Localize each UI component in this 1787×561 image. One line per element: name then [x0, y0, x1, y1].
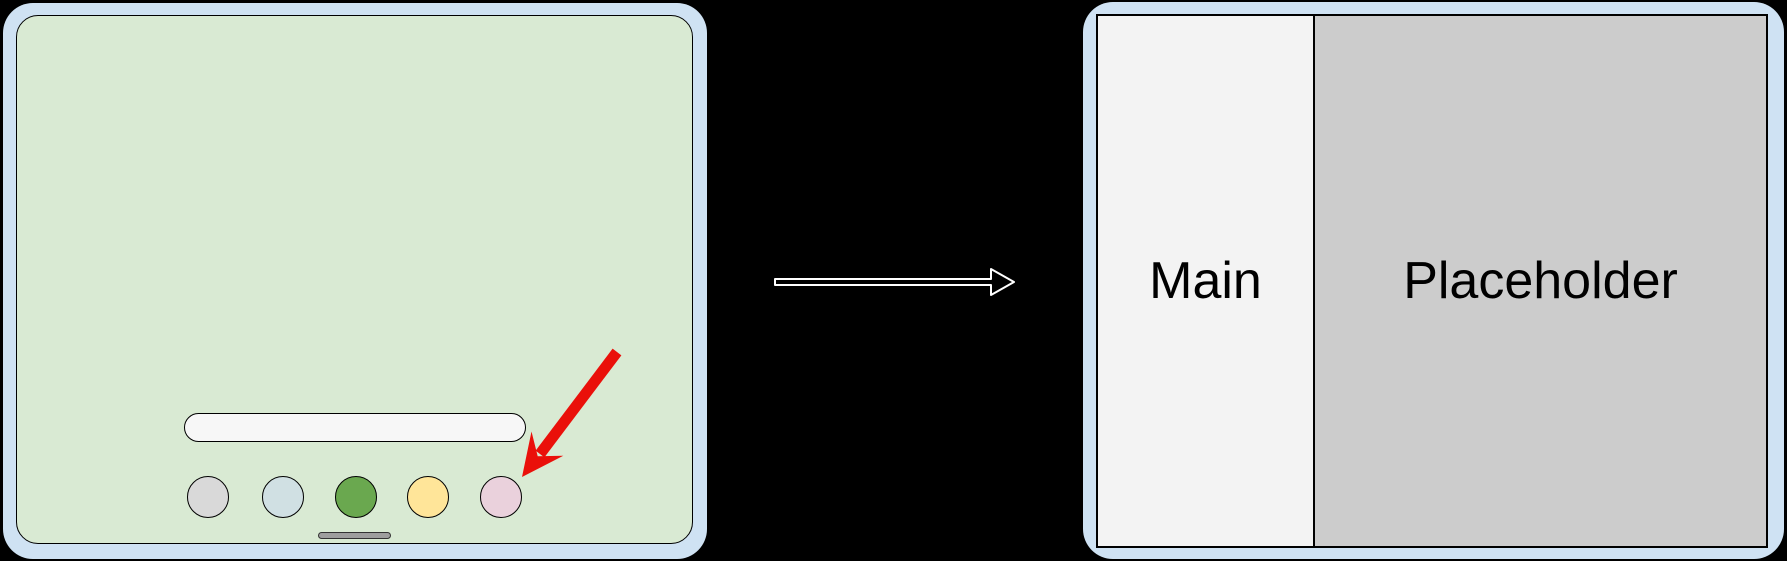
app-icon-pink[interactable]	[480, 476, 522, 518]
app-icon-green[interactable]	[335, 476, 377, 518]
transition-arrow-icon	[774, 268, 1015, 296]
compact-device-frame	[3, 3, 707, 559]
app-icon-blue[interactable]	[262, 476, 304, 518]
app-icon-gray[interactable]	[187, 476, 229, 518]
app-icon-yellow[interactable]	[407, 476, 449, 518]
pane-main: Main	[1098, 16, 1313, 546]
pane-main-label: Main	[1149, 252, 1262, 310]
home-screen	[16, 15, 693, 544]
home-indicator	[318, 532, 391, 539]
pane-placeholder: Placeholder	[1313, 16, 1766, 546]
search-bar[interactable]	[184, 413, 526, 442]
expanded-device-frame: Main Placeholder	[1083, 2, 1784, 559]
pane-placeholder-label: Placeholder	[1403, 252, 1678, 310]
pane-container: Main Placeholder	[1096, 14, 1768, 548]
